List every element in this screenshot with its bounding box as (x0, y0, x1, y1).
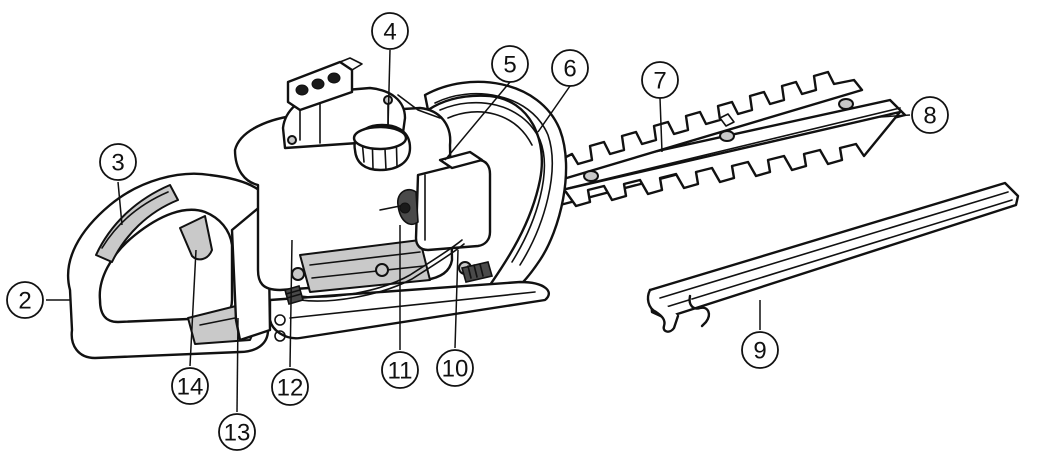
callout-9-label: 9 (753, 338, 766, 365)
fuel-cap (352, 123, 412, 172)
leader-12 (289, 239, 293, 368)
leader-4 (387, 49, 391, 129)
fuel-line (284, 239, 494, 305)
callout-4: 4 (371, 12, 409, 50)
blade-bolt (583, 98, 854, 182)
callout-13-label: 13 (224, 420, 251, 447)
callout-4-label: 4 (383, 19, 396, 46)
callout-14: 14 (171, 367, 209, 405)
callout-6-label: 6 (563, 56, 576, 83)
callout-5: 5 (491, 45, 529, 83)
callout-10-label: 10 (442, 356, 469, 383)
callout-5-label: 5 (503, 52, 516, 79)
leader-6 (537, 85, 571, 133)
callout-11-label: 11 (388, 358, 413, 385)
cutter-blade (546, 70, 907, 208)
callout-3: 3 (99, 143, 137, 181)
callout-2: 2 (6, 281, 44, 319)
leader-lines (46, 49, 911, 413)
callout-7-label: 7 (653, 68, 666, 95)
callout-13: 13 (218, 413, 256, 451)
callout-8: 8 (911, 96, 949, 134)
callout-12: 12 (271, 368, 309, 406)
callout-10: 10 (436, 349, 474, 387)
leader-14 (189, 249, 197, 367)
leader-8 (879, 114, 911, 118)
leader-3 (117, 181, 123, 226)
callout-7: 7 (641, 61, 679, 99)
callout-6: 6 (551, 49, 589, 87)
callout-3-label: 3 (111, 150, 124, 177)
callout-9: 9 (741, 331, 779, 369)
leader-5 (444, 81, 511, 161)
leader-7 (659, 97, 663, 153)
blade-cover (646, 181, 1020, 333)
callout-14-label: 14 (177, 374, 204, 401)
leader-13 (236, 317, 239, 413)
callout-2-label: 2 (18, 288, 31, 315)
callout-8-label: 8 (923, 103, 936, 130)
rear-handle (66, 172, 286, 360)
air-cleaner-cover (379, 150, 492, 252)
callout-11: 11 (381, 351, 419, 389)
leader-10 (454, 249, 459, 349)
callout-12-label: 12 (277, 375, 304, 402)
